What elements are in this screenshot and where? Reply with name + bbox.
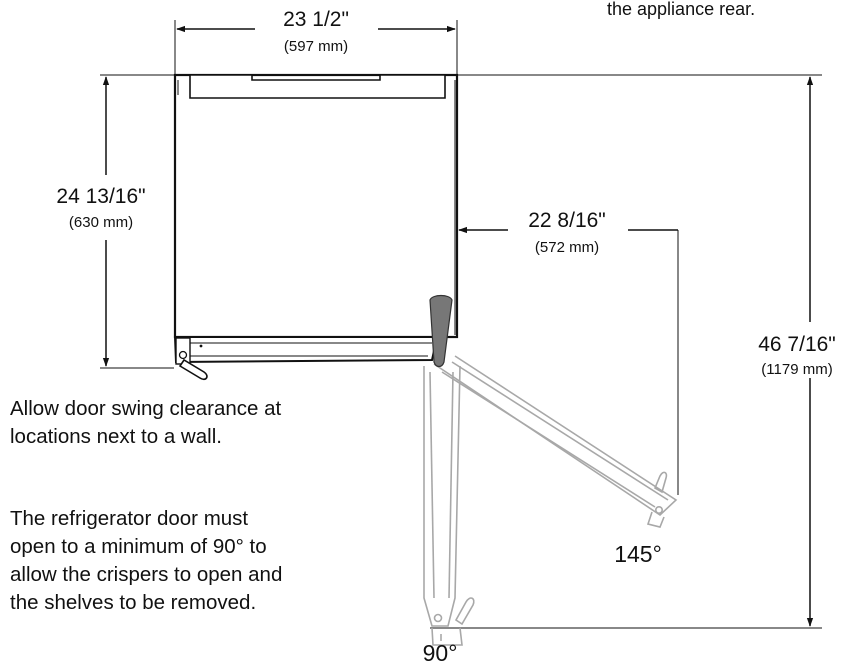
total-depth-label: 46 7/16" [758, 333, 836, 356]
door-clearance-metric: (572 mm) [535, 239, 599, 256]
depth-dimension-metric: (630 mm) [69, 214, 133, 231]
door-open-145 [433, 355, 678, 528]
cabinet-outline [173, 73, 459, 339]
door-clearance-label: 22 8/16" [528, 209, 606, 232]
depth-dimension-label: 24 13/16" [56, 185, 145, 208]
refrigerator-body [173, 73, 459, 339]
wall-clearance-note: Allow door swing clearance at locations … [10, 397, 282, 448]
hinge-pin [178, 350, 188, 360]
angle-label-145: 145° [614, 541, 662, 567]
width-dimension-metric: (597 mm) [284, 38, 348, 55]
dimension-lines [102, 25, 814, 627]
door-stop-hinge [178, 358, 208, 381]
rear-note-fragment: the appliance rear. [607, 0, 755, 19]
door-open-90 [423, 365, 475, 646]
cabinet-top-lid [189, 74, 446, 99]
door-handle [429, 294, 453, 368]
door-panel [173, 336, 439, 364]
total-depth-metric: (1179 mm) [761, 361, 832, 378]
minimum-opening-note: The refrigerator door must open to a min… [10, 507, 283, 614]
door-closed [173, 336, 439, 381]
width-dimension-label: 23 1/2" [283, 8, 349, 31]
angle-label-90: 90° [423, 640, 458, 665]
